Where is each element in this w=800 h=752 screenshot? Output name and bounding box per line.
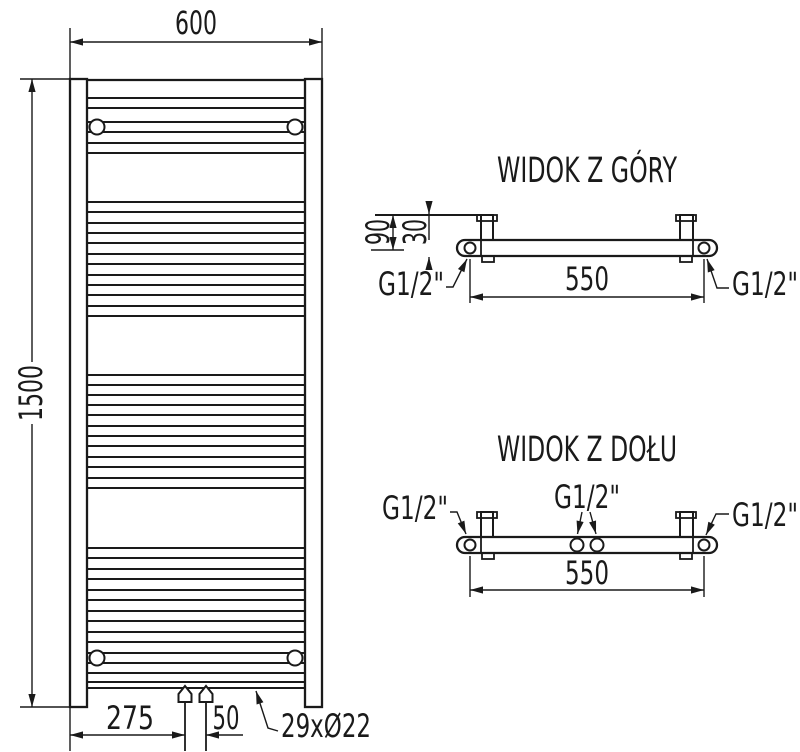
bracket-foot [679,255,693,263]
valve-spacing-label: 50 [213,699,240,737]
top-view-title: WIDOK Z GÓRY [497,149,677,191]
valve-nipple [177,684,193,703]
thread-connection [463,538,477,552]
wall-bracket [480,511,494,538]
width-dimension: 600 [69,4,323,78]
thread-label: G1/2" [382,489,448,527]
bottom-valve-connections [177,684,214,751]
wall-bracket [679,214,694,241]
mounting-hole [88,649,106,667]
bottom-thread-callout-left: G1/2" [382,489,467,535]
leader-line [450,511,467,535]
thread-connection [463,241,477,255]
bracket-flange [476,214,498,222]
upper-hanger-bar [88,118,304,136]
center-thread-connection [589,537,605,553]
top-view: WIDOK Z GÓRY 90 30 [359,149,798,303]
mounting-hole [286,649,304,667]
top-connection-spacing-dimension: 550 [469,259,705,303]
bottom-connection-spacing-dimension: 550 [469,554,705,597]
bracket-offset-label: 30 [396,219,434,245]
height-dimension: 1500 [12,78,70,708]
bracket-flange [476,511,498,519]
thread-label: G1/2" [554,478,620,516]
thread-label: G1/2" [732,496,798,534]
tube-spec-label: 29xØ22 [281,707,371,745]
top-thread-callout-left: G1/2" [378,258,468,303]
wall-bracket [679,511,694,538]
width-dimension-label: 600 [175,4,217,42]
bracket-flange [675,214,697,222]
leader-line [446,258,468,288]
connection-spacing-label: 550 [565,554,609,592]
left-collector [68,77,89,709]
bracket-foot [481,552,495,560]
radiator-body-top [455,238,719,258]
mounting-hole [286,118,304,136]
radiator-tubes [88,97,304,683]
valve-position-dimensions: 275 50 [69,699,243,751]
bottom-thread-callout-right: G1/2" [705,496,798,536]
wall-bracket [480,214,494,241]
bottom-thread-callout-center: G1/2" [554,478,620,535]
bracket-flange [675,511,697,519]
connection-spacing-label: 550 [565,260,609,298]
front-view: 600 1500 275 50 29xØ22 [12,4,371,751]
radiator-body-bottom [455,535,719,555]
lower-hanger-bar [88,649,304,667]
top-thread-callout-right: G1/2" [706,258,798,303]
thread-label: G1/2" [732,265,798,303]
thread-label: G1/2" [378,265,444,303]
mounting-hole [88,118,106,136]
leader-line [589,511,597,535]
bottom-view: WIDOK Z DOŁU G1/2" G1/2" G1/2" [382,430,798,597]
leader-line [576,511,584,535]
height-dimension-label: 1500 [12,365,50,421]
thread-connection [697,538,711,552]
bracket-foot [481,255,495,263]
depth-dimension-label: 90 [359,219,397,245]
thread-connection [697,241,711,255]
depth-dimension: 90 [359,215,404,251]
leader-line [706,258,729,289]
leader-line [705,513,729,536]
valve-offset-label: 275 [106,699,154,737]
tube-spec-callout: 29xØ22 [255,690,371,745]
leader-line [255,690,279,732]
bottom-view-title: WIDOK Z DOŁU [497,430,677,470]
valve-nipple [198,684,214,703]
bracket-offset-dimension: 30 [396,201,434,270]
bracket-foot [679,552,693,560]
center-thread-connection [569,537,585,553]
right-collector [303,77,324,709]
